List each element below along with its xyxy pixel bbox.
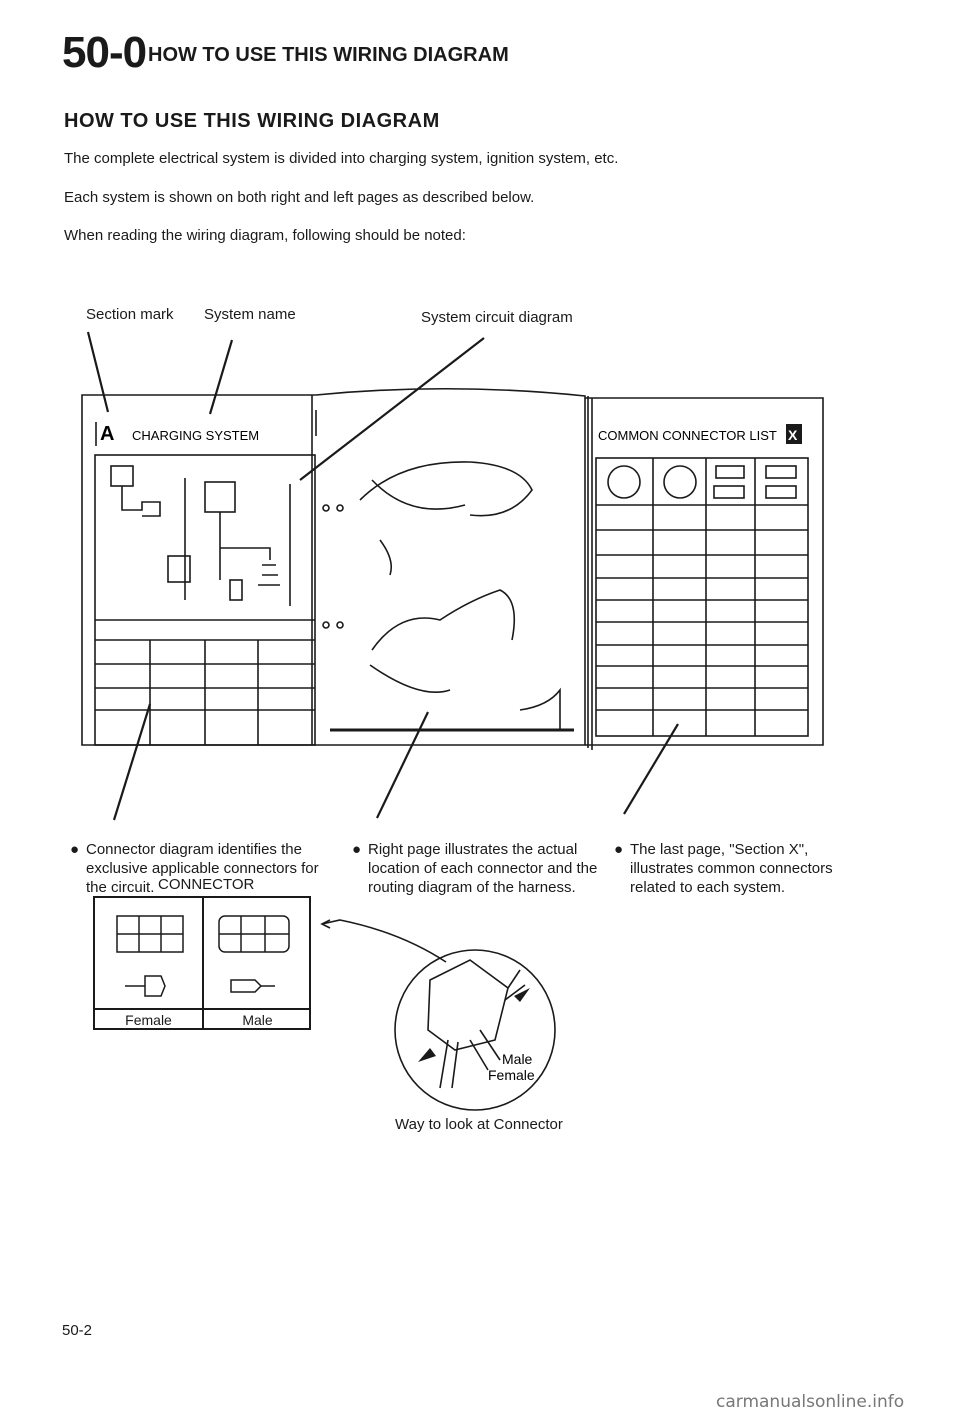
detail-female-label: Female: [488, 1067, 535, 1083]
intro-paragraph-3: When reading the wiring diagram, followi…: [64, 227, 466, 244]
connector-symbols: [116, 915, 290, 997]
bullet-connector-diagram: ● Connector diagram identifies the exclu…: [70, 840, 326, 897]
label-section-mark: Section mark: [86, 306, 174, 323]
connector-female-label: Female: [125, 1012, 172, 1028]
intro-paragraph-1: The complete electrical system is divide…: [64, 150, 619, 167]
watermark: carmanualsonline.info: [716, 1392, 905, 1412]
right-page-section-letter: X: [788, 427, 798, 443]
label-system-name: System name: [204, 306, 296, 323]
detail-caption: Way to look at Connector: [395, 1116, 563, 1133]
left-page-system-title: CHARGING SYSTEM: [132, 428, 259, 443]
label-system-circuit-diagram: System circuit diagram: [421, 309, 573, 326]
right-page-list-title: COMMON CONNECTOR LIST: [598, 428, 777, 443]
bullet-last-page: ● The last page, "Section X", illustrate…: [614, 840, 860, 897]
connector-legend-box: Female Male: [93, 896, 311, 1030]
section-number: 50-0: [62, 28, 147, 77]
connector-title: CONNECTOR: [158, 876, 255, 893]
bullet-text: Connector diagram identifies the exclusi…: [86, 841, 319, 896]
connector-male-label: Male: [242, 1012, 273, 1028]
bullet-right-page: ● Right page illustrates the actual loca…: [352, 840, 608, 897]
intro-paragraph-2: Each system is shown on both right and l…: [64, 189, 535, 206]
page-header-title: HOW TO USE THIS WIRING DIAGRAM: [148, 44, 509, 66]
bullet-dot-icon: ●: [352, 841, 362, 858]
left-page-section-letter: A: [100, 423, 114, 445]
bullet-text: Right page illustrates the actual locati…: [368, 841, 598, 896]
page-number: 50-2: [62, 1322, 93, 1339]
detail-male-label: Male: [502, 1051, 533, 1067]
section-title: HOW TO USE THIS WIRING DIAGRAM: [64, 110, 440, 132]
bullet-text: The last page, "Section X", illustrates …: [630, 841, 833, 896]
bullet-dot-icon: ●: [70, 841, 80, 858]
bullet-dot-icon: ●: [614, 841, 624, 858]
